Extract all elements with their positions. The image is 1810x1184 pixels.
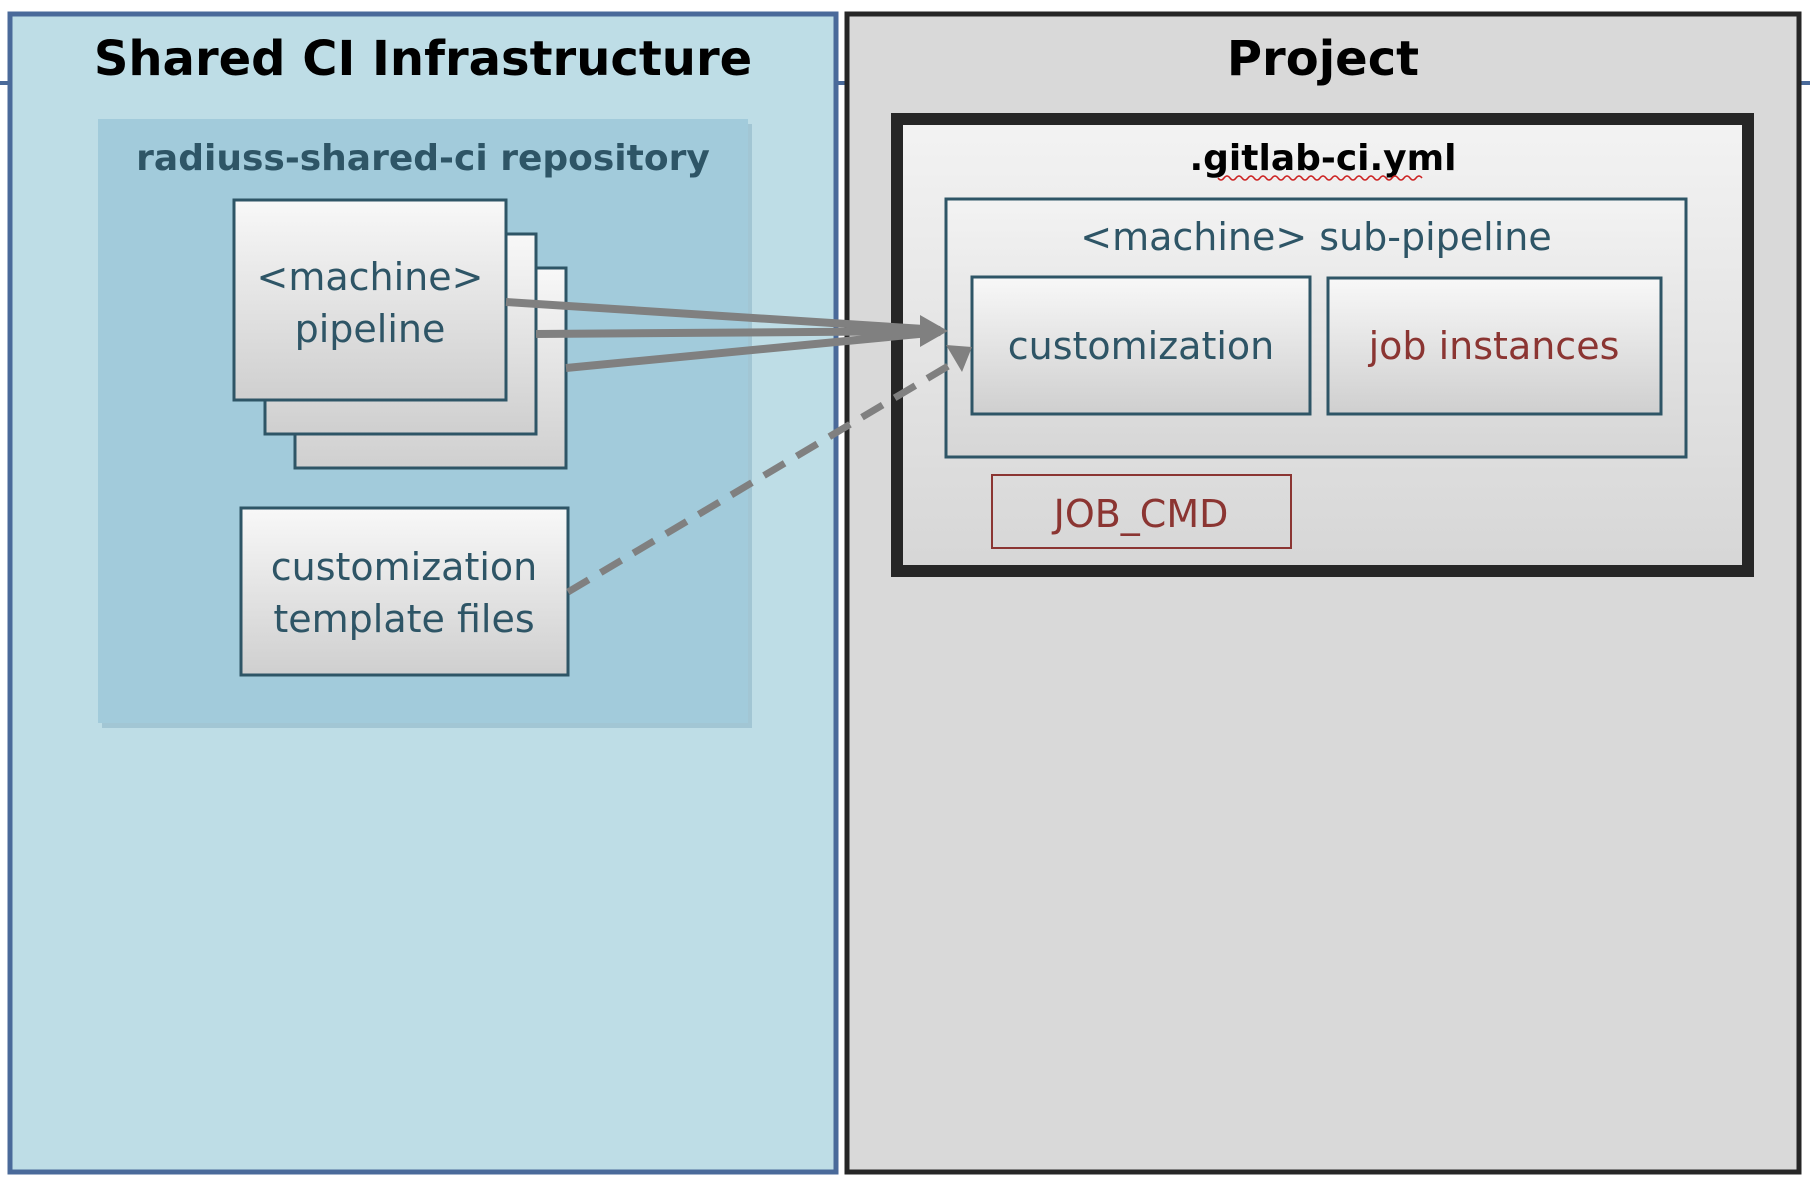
template-files-line1: customization (271, 545, 538, 589)
project-title: Project (1227, 31, 1419, 87)
pipeline-arrow-3 (565, 328, 941, 372)
template-files-card (239, 506, 570, 677)
customization-label: customization (1008, 324, 1275, 368)
customization-box (970, 275, 1312, 416)
pipeline-arrow-1 (505, 298, 941, 334)
pipeline-card-line1: <machine> (257, 255, 484, 299)
job-instances-label: job instances (1368, 324, 1620, 368)
template-files-line2: template files (273, 597, 534, 641)
pipeline-arrow-2 (535, 327, 941, 338)
pipeline-arrow-head (920, 315, 948, 347)
template-dashed-arrow-head (946, 345, 972, 372)
gitlab-ci-file-label: .gitlab-ci.yml (1189, 138, 1456, 179)
gitlab-ci-spellcheck-underline (1217, 175, 1423, 181)
repository-label: radiuss-shared-ci repository (136, 138, 710, 179)
job-cmd-box (991, 474, 1292, 549)
pipeline-card-line2: pipeline (295, 307, 446, 351)
job-instances-box (1326, 276, 1663, 416)
job-cmd-label: JOB_CMD (1052, 492, 1229, 536)
sub-pipeline-label: <machine> sub-pipeline (1080, 215, 1552, 259)
pipeline-card-front (232, 198, 508, 402)
shared-ci-title: Shared CI Infrastructure (94, 31, 752, 87)
